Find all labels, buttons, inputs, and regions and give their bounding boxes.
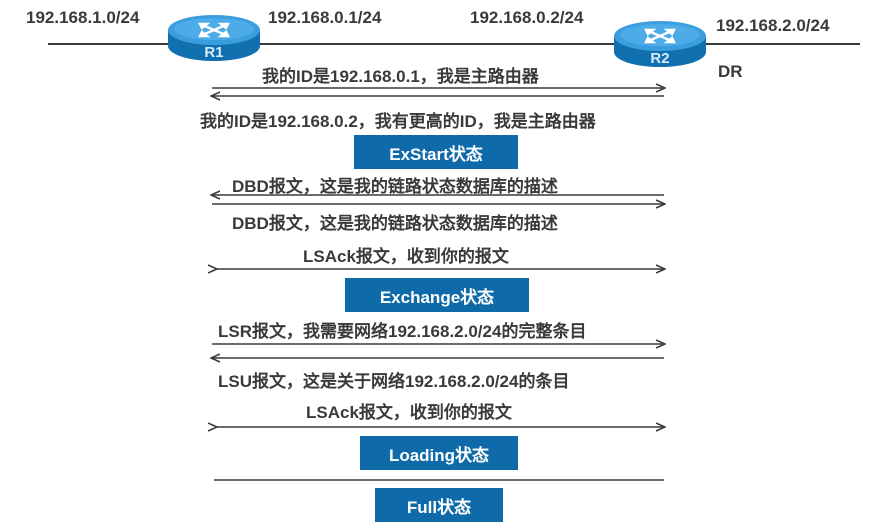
router-r2-label: R2 bbox=[650, 50, 670, 67]
state-loading: Loading状态 bbox=[360, 436, 518, 470]
router-icon bbox=[168, 15, 260, 61]
state-exstart: ExStart状态 bbox=[354, 135, 518, 169]
message-lsack-2: LSAck报文，收到你的报文 bbox=[306, 403, 512, 422]
message-hello-r1: 我的ID是192.168.0.1，我是主路由器 bbox=[262, 67, 539, 86]
message-lsack-1: LSAck报文，收到你的报文 bbox=[303, 247, 509, 266]
router-r1-label: R1 bbox=[204, 44, 224, 61]
router-icon bbox=[614, 21, 706, 67]
message-dbd-1: DBD报文，这是我的链路状态数据库的描述 bbox=[232, 177, 558, 196]
router-r1: R1 bbox=[166, 12, 262, 64]
right-network-label: 192.168.2.0/24 bbox=[716, 16, 830, 35]
router-r2: R2 bbox=[612, 18, 708, 70]
r2-interface-label: 192.168.0.2/24 bbox=[470, 8, 584, 27]
state-exchange: Exchange状态 bbox=[345, 278, 529, 312]
message-hello-r2: 我的ID是192.168.0.2，我有更高的ID，我是主路由器 bbox=[200, 112, 596, 131]
state-full: Full状态 bbox=[375, 488, 503, 522]
message-lsu: LSU报文，这是关于网络192.168.2.0/24的条目 bbox=[218, 372, 570, 391]
left-network-label: 192.168.1.0/24 bbox=[26, 8, 140, 27]
dr-label: DR bbox=[718, 62, 743, 81]
r1-interface-label: 192.168.0.1/24 bbox=[268, 8, 382, 27]
message-dbd-2: DBD报文，这是我的链路状态数据库的描述 bbox=[232, 214, 558, 233]
message-lsr: LSR报文，我需要网络192.168.2.0/24的完整条目 bbox=[218, 322, 587, 341]
